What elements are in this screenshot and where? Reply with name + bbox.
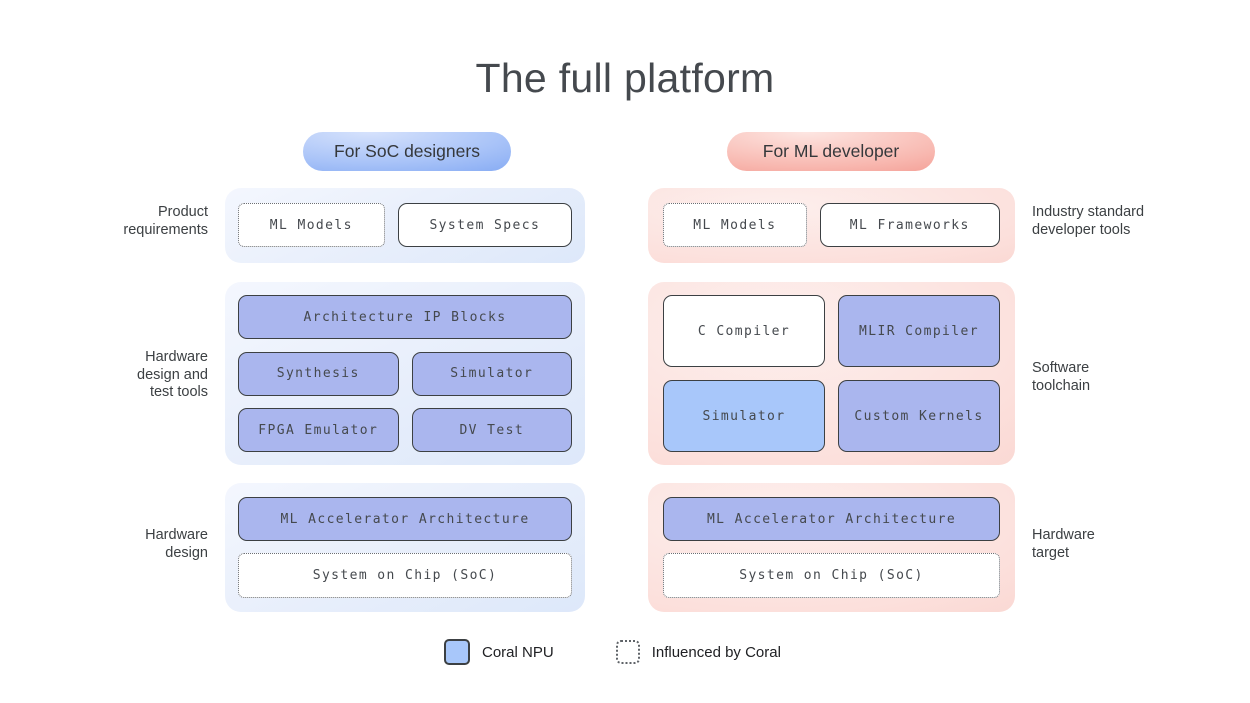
row-label-hardware-design: Hardware design [145, 527, 208, 561]
row-label-hardware-design-test-tools: Hardware design and test tools [137, 349, 208, 401]
coral-npu-swatch-icon [444, 639, 470, 665]
box-system-on-chip-ml: System on Chip (SoC) [663, 553, 1000, 598]
box-mlir-compiler: MLIR Compiler [838, 295, 1000, 367]
row-label-hardware-target: Hardware target [1032, 527, 1095, 561]
box-dv-test: DV Test [411, 408, 572, 452]
box-ml-accelerator-architecture-ml: ML Accelerator Architecture [663, 497, 1000, 541]
influenced-by-coral-label: Influenced by Coral [651, 643, 781, 661]
influenced-by-coral-swatch-icon [615, 640, 640, 664]
legend: Coral NPU Influenced by Coral [444, 638, 781, 666]
box-ml-models-soc: ML Models [238, 203, 385, 247]
box-architecture-ip-blocks: Architecture IP Blocks [238, 295, 572, 339]
box-ml-models-ml: ML Models [663, 203, 807, 247]
box-system-on-chip-soc: System on Chip (SoC) [238, 553, 572, 598]
panel-ml-software-toolchain: C Compiler MLIR Compiler Simulator Custo… [648, 282, 1015, 465]
legend-item-influenced: Influenced by Coral [615, 640, 781, 664]
box-custom-kernels: Custom Kernels [838, 380, 1000, 452]
coral-npu-label: Coral NPU [482, 643, 554, 661]
soc-designers-badge: For SoC designers [303, 132, 511, 171]
panel-soc-hardware-tools: Architecture IP Blocks Synthesis Simulat… [225, 282, 585, 465]
row-label-product-requirements: Product requirements [123, 204, 208, 238]
page-title: The full platform [475, 55, 775, 101]
box-ml-frameworks: ML Frameworks [819, 203, 1000, 247]
box-synthesis: Synthesis [238, 351, 399, 396]
panel-soc-product-requirements: ML Models System Specs [225, 188, 585, 263]
box-fpga-emulator: FPGA Emulator [238, 408, 399, 452]
panel-ml-developer-tools: ML Models ML Frameworks [648, 188, 1015, 263]
ml-developer-badge: For ML developer [727, 132, 935, 171]
box-simulator-soc: Simulator [411, 351, 572, 396]
panel-ml-hardware-target: ML Accelerator Architecture System on Ch… [648, 483, 1015, 612]
box-c-compiler: C Compiler [663, 295, 825, 367]
legend-item-coral-npu: Coral NPU [444, 639, 554, 665]
row-label-software-toolchain: Software toolchain [1032, 360, 1091, 394]
panel-soc-hardware-design: ML Accelerator Architecture System on Ch… [225, 483, 585, 612]
box-system-specs: System Specs [397, 203, 572, 247]
box-simulator-ml: Simulator [663, 380, 825, 452]
row-label-industry-standard-tools: Industry standard developer tools [1032, 204, 1145, 238]
box-ml-accelerator-architecture-soc: ML Accelerator Architecture [238, 497, 572, 541]
